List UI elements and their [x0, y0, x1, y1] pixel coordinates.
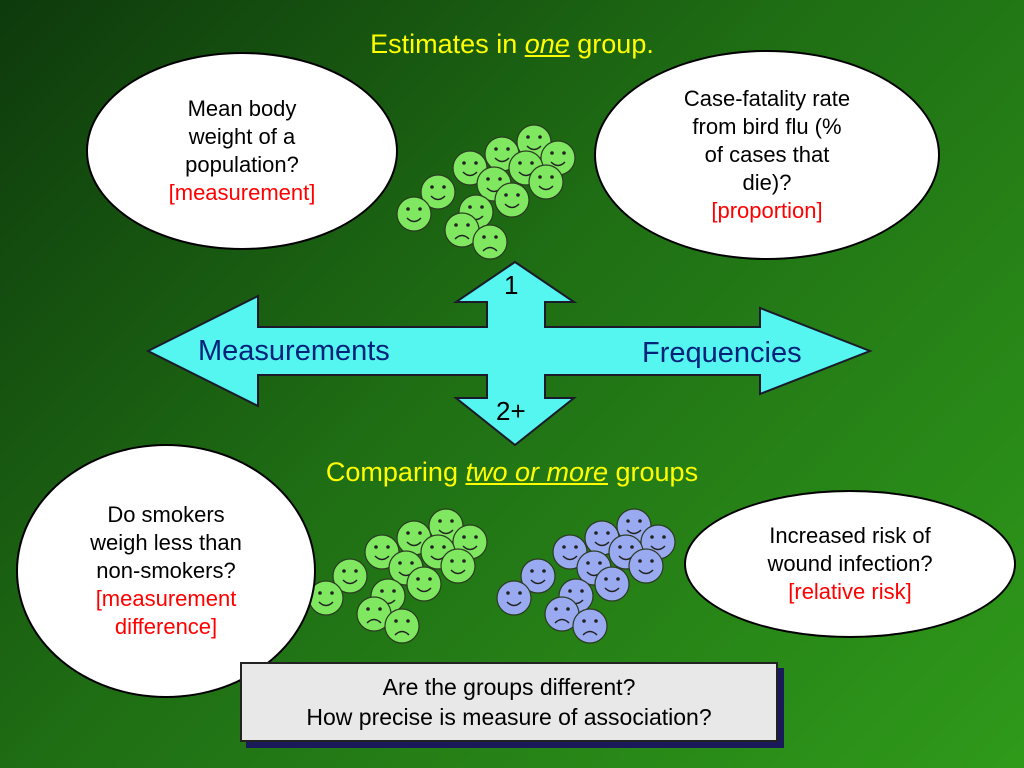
bubble-mean-line-1: Mean body	[187, 96, 297, 121]
smiley-face-icon	[496, 580, 532, 616]
smiley-face-icon	[332, 558, 368, 594]
bubble-risk-line-1: Increased risk of	[769, 523, 931, 548]
title-estimates-one-group: Estimates in one group.	[0, 28, 1024, 60]
blue-group-faces	[496, 508, 676, 644]
bubble-risk-line-2: wound infection?	[767, 551, 933, 576]
smiley-face-icon	[396, 196, 432, 232]
smiley-face-icon	[494, 182, 530, 218]
bubble-case-line-1: Case-fatality rate	[683, 86, 851, 111]
bubble-smokers-tag-2: difference]	[114, 614, 218, 639]
title-bottom-text: Comparing	[325, 457, 466, 487]
title-top-end: group.	[569, 29, 654, 59]
bubble-case-line-3: of cases that	[704, 142, 830, 167]
smiley-face-icon	[520, 558, 556, 594]
single-group-faces	[396, 124, 576, 260]
bubble-case-line-2: from bird flu (%	[692, 114, 842, 139]
smiley-face-icon	[440, 548, 476, 584]
frown-face-icon	[356, 596, 392, 632]
label-frequencies: Frequencies	[642, 337, 802, 369]
bubble-relative-risk: Increased risk of wound infection? [rela…	[684, 490, 1016, 638]
smiley-face-icon	[628, 548, 664, 584]
bubble-case-tag: [proportion]	[711, 198, 823, 223]
smiley-face-icon	[528, 164, 564, 200]
cross-arrow-shape	[145, 260, 873, 447]
green-group-faces	[308, 508, 488, 644]
bubble-case-fatality: Case-fatality rate from bird flu (% of c…	[594, 50, 940, 260]
frown-face-icon	[572, 608, 608, 644]
title-top-text: Estimates in	[370, 29, 525, 59]
label-two-plus-groups: 2+	[496, 396, 526, 426]
bubble-smokers-weight: Do smokers weigh less than non-smokers? …	[16, 444, 316, 698]
label-one-group: 1	[504, 270, 519, 300]
bubble-mean-body-weight: Mean body weight of a population? [measu…	[86, 52, 398, 250]
title-comparing-groups: Comparing two or more groups	[0, 456, 1024, 488]
bubble-smokers-line-3: non-smokers?	[96, 558, 236, 583]
bubble-mean-line-3: population?	[185, 152, 299, 177]
title-bottom-end: groups	[608, 457, 699, 487]
bubble-smokers-tag-1: [measurement	[95, 586, 237, 611]
question-box: Are the groups different? How precise is…	[240, 662, 778, 742]
title-top-emphasis: one	[524, 29, 570, 59]
bubble-mean-tag: [measurement]	[168, 180, 316, 205]
frown-face-icon	[384, 608, 420, 644]
smiley-face-icon	[406, 566, 442, 602]
smiley-face-icon	[594, 566, 630, 602]
question-line-2: How precise is measure of association?	[306, 704, 712, 730]
label-measurements: Measurements	[198, 335, 390, 367]
question-line-1: Are the groups different?	[382, 674, 636, 700]
title-bottom-emphasis: two or more	[465, 457, 609, 487]
frown-face-icon	[472, 224, 508, 260]
bubble-smokers-line-1: Do smokers	[107, 502, 225, 527]
smiley-face-icon	[420, 174, 456, 210]
bubble-risk-tag: [relative risk]	[788, 579, 912, 604]
bubble-smokers-line-2: weigh less than	[90, 530, 242, 555]
bubble-case-line-4: die)?	[742, 170, 792, 195]
smiley-face-icon	[308, 580, 344, 616]
bubble-mean-line-2: weight of a	[188, 124, 296, 149]
